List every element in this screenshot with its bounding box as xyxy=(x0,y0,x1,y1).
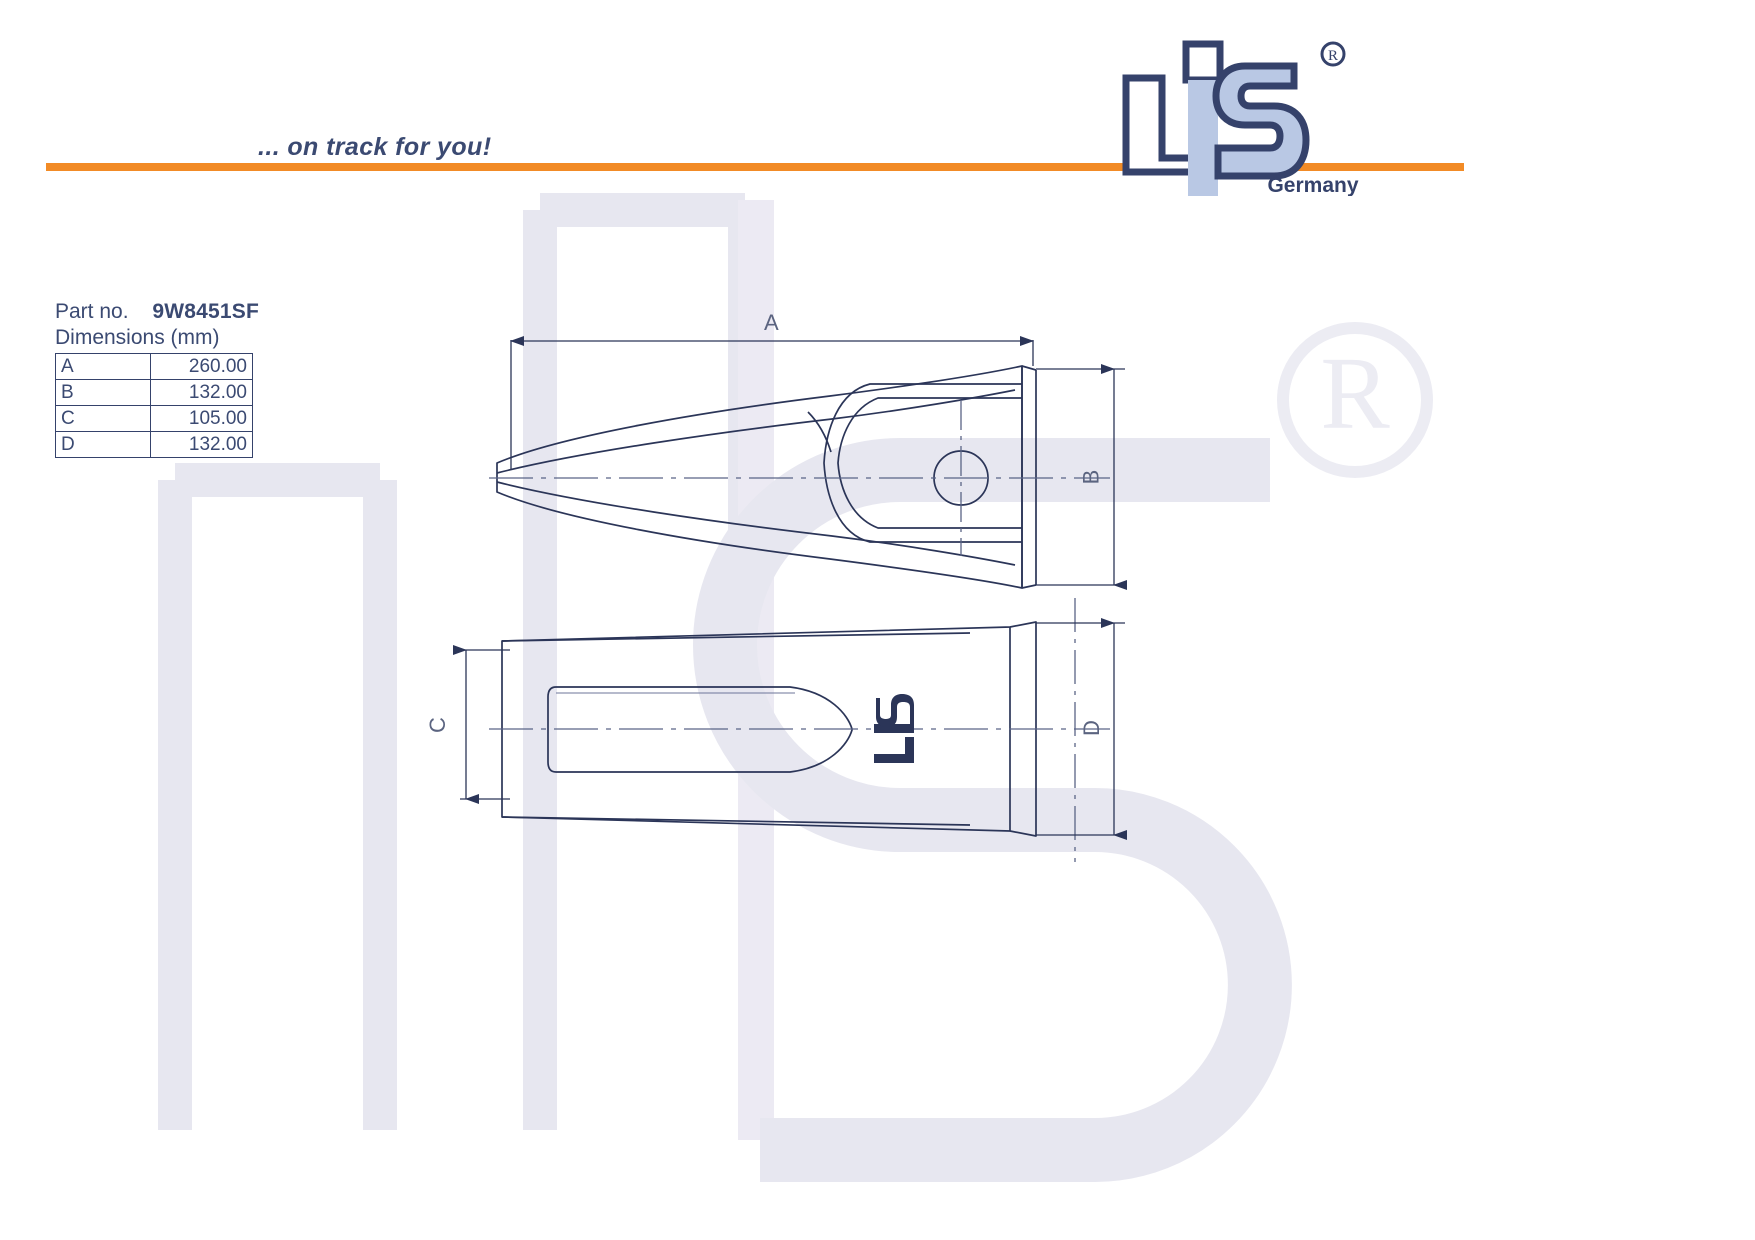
dimension-value: 132.00 xyxy=(150,379,253,406)
lis-logo: R Germany xyxy=(1122,40,1359,196)
header-divider-rule xyxy=(46,163,1464,171)
dimension-label-d: D xyxy=(1078,720,1104,736)
dimension-key: A xyxy=(55,353,151,380)
dimension-label-b: B xyxy=(1078,469,1104,485)
dimension-key: D xyxy=(55,431,151,458)
dimensions-caption: Dimensions (mm) xyxy=(55,326,220,349)
dimension-value: 260.00 xyxy=(150,353,253,380)
dimension-value: 132.00 xyxy=(150,431,253,458)
dimension-value: 105.00 xyxy=(150,405,253,432)
logo-country-label: Germany xyxy=(1267,174,1358,196)
registered-mark-letter: R xyxy=(1328,48,1338,64)
company-tagline: ... on track for you! xyxy=(258,133,492,161)
part-number-label: Part no. xyxy=(55,300,129,323)
logo-letter-i-dot xyxy=(1182,40,1224,84)
dimension-label-c: C xyxy=(424,717,450,733)
part-number-value: 9W8451SF xyxy=(152,300,260,323)
logo-letter-s xyxy=(1212,62,1310,180)
dimension-label-a: A xyxy=(764,310,779,335)
dimension-key: C xyxy=(55,405,151,432)
registered-mark-icon xyxy=(1320,41,1346,67)
part-number-row: Part no. 9W8451SF xyxy=(55,300,259,324)
dimension-key: B xyxy=(55,379,151,406)
